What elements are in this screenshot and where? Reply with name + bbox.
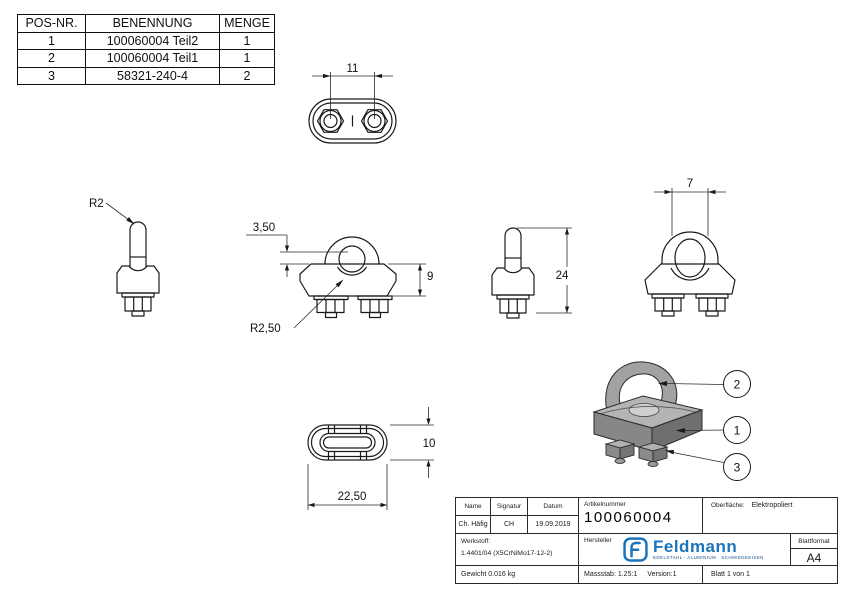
oberflaeche-cell: Oberfläche: Elektropoliert (703, 498, 837, 534)
side-view-right (491, 227, 535, 319)
logo-tagline: EDELSTAHL · ALUMINIUM · SCHMIEDEEISEN (653, 555, 764, 561)
nut (360, 298, 389, 314)
artikelnummer-label: Artikelnummer (584, 501, 626, 508)
dim-groove-radius: R2,50 (250, 279, 344, 335)
rope-hole (674, 238, 706, 278)
balloon-label: 2 (734, 378, 741, 392)
hex-nut (360, 109, 389, 133)
u-bolt-arc (324, 236, 380, 265)
signatur-value: CH (491, 516, 528, 534)
dim-text: 22,50 (338, 491, 367, 503)
table-row: 3 58321-240-4 2 (17, 66, 275, 85)
blatt-cell: Blatt 1 von 1 (711, 571, 750, 578)
front-view (299, 236, 397, 319)
bottom-view (307, 424, 388, 461)
artikelnummer-value: 100060004 (584, 509, 673, 526)
dim-text: R2,50 (250, 323, 281, 335)
iso-view (592, 361, 704, 467)
dim-text: 3,50 (253, 222, 275, 234)
front-view-wide (644, 231, 736, 317)
balloon-label: 1 (734, 424, 741, 438)
dim-inner-width: 7 (654, 178, 726, 236)
dim-text: 24 (556, 270, 569, 282)
dim-base-width: 22,50 (307, 464, 388, 510)
rope-groove (336, 266, 368, 276)
rope-groove (670, 267, 710, 281)
hex-nut (316, 109, 345, 133)
dim-total-height: 24 (517, 227, 572, 314)
logo-wordmark: Feldmann (653, 537, 738, 557)
blattformat-value: A4 (806, 550, 822, 565)
hersteller-cell: Hersteller Feldmann EDELSTAHL · ALUMINIU… (579, 534, 791, 566)
feldmann-logo: Feldmann EDELSTAHL · ALUMINIUM · SCHMIED… (623, 537, 764, 562)
blattformat-cell: Blattformat A4 (791, 534, 837, 566)
nut (654, 297, 682, 312)
werkstoff-label: Werkstoff: (461, 538, 491, 545)
name-value: Ch. Häfig (456, 516, 491, 534)
u-bolt-pin (129, 221, 147, 268)
dim-text: 10 (423, 438, 436, 450)
dim-saddle-depth: 3,50 (246, 222, 348, 277)
oberflaeche-value: Elektropoliert (751, 502, 793, 509)
gewicht-cell: Gewicht 0.016 kg (456, 566, 579, 583)
dim-text: 7 (687, 178, 693, 190)
balloon-3: 3 (665, 450, 751, 481)
datum-label: Datum (528, 498, 579, 516)
hersteller-label: Hersteller (584, 537, 612, 544)
artikelnummer-cell: Artikelnummer 100060004 (579, 498, 703, 534)
version-value: Version:1 (647, 571, 677, 578)
massstab-cell: Massstab: 1.25:1 Version:1 (579, 566, 703, 583)
balloon-label: 3 (734, 461, 741, 475)
werkstoff-value: 1.4401/04 (X5CrNiMo17-12-2) (461, 550, 553, 557)
dim-text: 11 (347, 63, 359, 75)
signatur-label: Signatur (491, 498, 528, 516)
blattformat-label: Blattformat (791, 534, 837, 549)
rope-hole (338, 245, 366, 273)
side-view-left (116, 221, 160, 317)
saddle-opening (628, 403, 660, 417)
werkstoff-cell: Werkstoff: 1.4401/04 (X5CrNiMo17-12-2) (456, 534, 579, 566)
dim-pin-radius: R2 (89, 198, 135, 225)
clamp-saddle (491, 267, 535, 296)
u-bolt-pin (504, 227, 522, 268)
clamp-body (644, 263, 736, 295)
dim-body-height: 9 (388, 263, 433, 297)
balloon-1: 1 (676, 416, 751, 444)
dim-bolt-spacing: 11 (312, 63, 393, 119)
logo-f-icon (623, 537, 648, 562)
nut (698, 297, 726, 312)
top-view (308, 98, 397, 144)
dim-text: R2 (89, 198, 104, 210)
massstab-value: Massstab: 1.25:1 (584, 571, 638, 578)
dim-base-height: 10 (390, 407, 435, 478)
balloon-2: 2 (658, 370, 751, 398)
title-block: Name Signatur Datum Ch. Häfig CH 19.09.2… (455, 497, 838, 584)
nut (124, 296, 152, 312)
parts-table: POS-NR. BENENNUNG MENGE 1 100060004 Teil… (17, 14, 275, 85)
datum-value: 19.09.2019 (528, 516, 579, 534)
clamp-saddle (116, 265, 160, 294)
clamp-body (299, 263, 397, 297)
nut (499, 298, 527, 314)
dim-text: 9 (427, 271, 433, 283)
oberflaeche-label: Oberfläche: (711, 502, 745, 509)
slot (319, 432, 376, 453)
name-label: Name (456, 498, 491, 516)
u-bolt-arc (661, 231, 719, 261)
